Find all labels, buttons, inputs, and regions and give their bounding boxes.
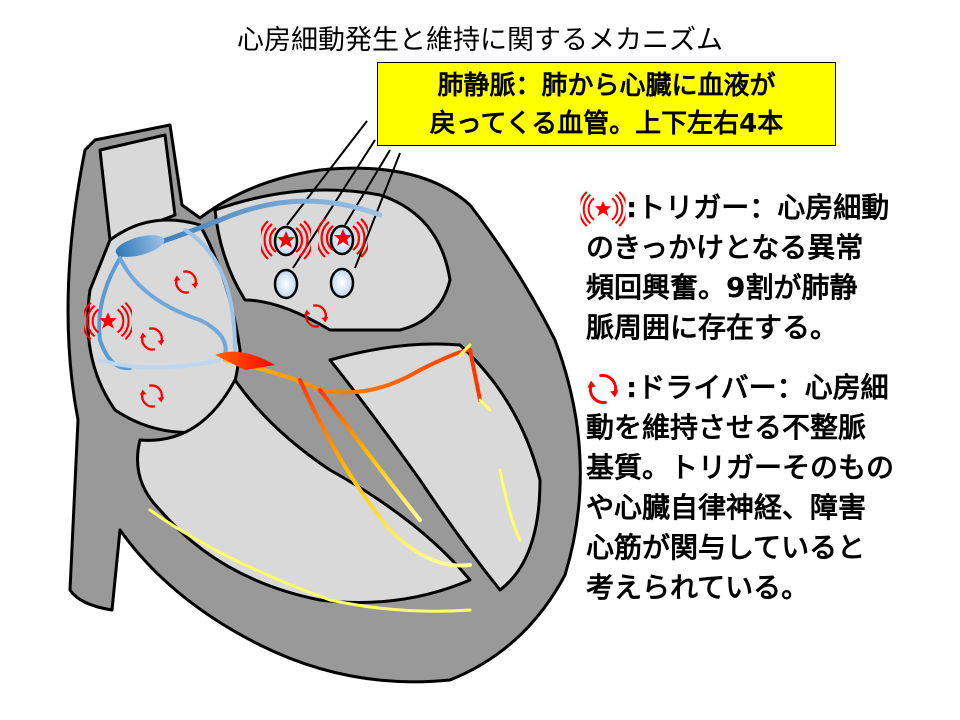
conduction-system — [97, 198, 522, 613]
pulmonary-vein-callout: 肺静脈：肺から心臓に血液が 戻ってくる血管。上下左右4本 — [377, 62, 836, 146]
heart-wall — [66, 123, 582, 684]
driver-legend: :ドライバー：心房細 動を維持させる不整脈 基質。トリガーそのもの や心臓自律神… — [585, 368, 946, 608]
trigger-text: 脈周囲に存在する。 — [586, 311, 839, 344]
trigger-text: のきっかけとなる異常 — [586, 231, 864, 264]
trigger-text: 頻回興奮。9割が肺静 — [586, 271, 858, 304]
driver-text: や心臓自律神経、障害 — [586, 491, 867, 524]
driver-text: 考えられている。 — [586, 571, 810, 604]
callout-line: 肺静脈：肺から心臓に血液が — [437, 71, 776, 101]
driver-text: :ドライバー：心房細 — [626, 371, 889, 404]
driver-text: 心筋が関与していると — [586, 531, 866, 564]
trigger-legend: :トリガー：心房細動 のきっかけとなる異常 頻回興奮。9割が肺静 脈周囲に存在す… — [580, 188, 946, 348]
driver-text: 動を維持させる不整脈 — [586, 411, 867, 444]
callout-line: 戻ってくる血管。上下左右4本 — [429, 109, 784, 139]
driver-text: 基質。トリガーそのもの — [586, 451, 895, 484]
star-ripple-icon — [580, 191, 626, 227]
circular-arrows-icon — [585, 373, 621, 405]
slide-title: 心房細動発生と維持に関するメカニズム — [237, 25, 723, 56]
trigger-text: :トリガー：心房細動 — [626, 191, 890, 224]
